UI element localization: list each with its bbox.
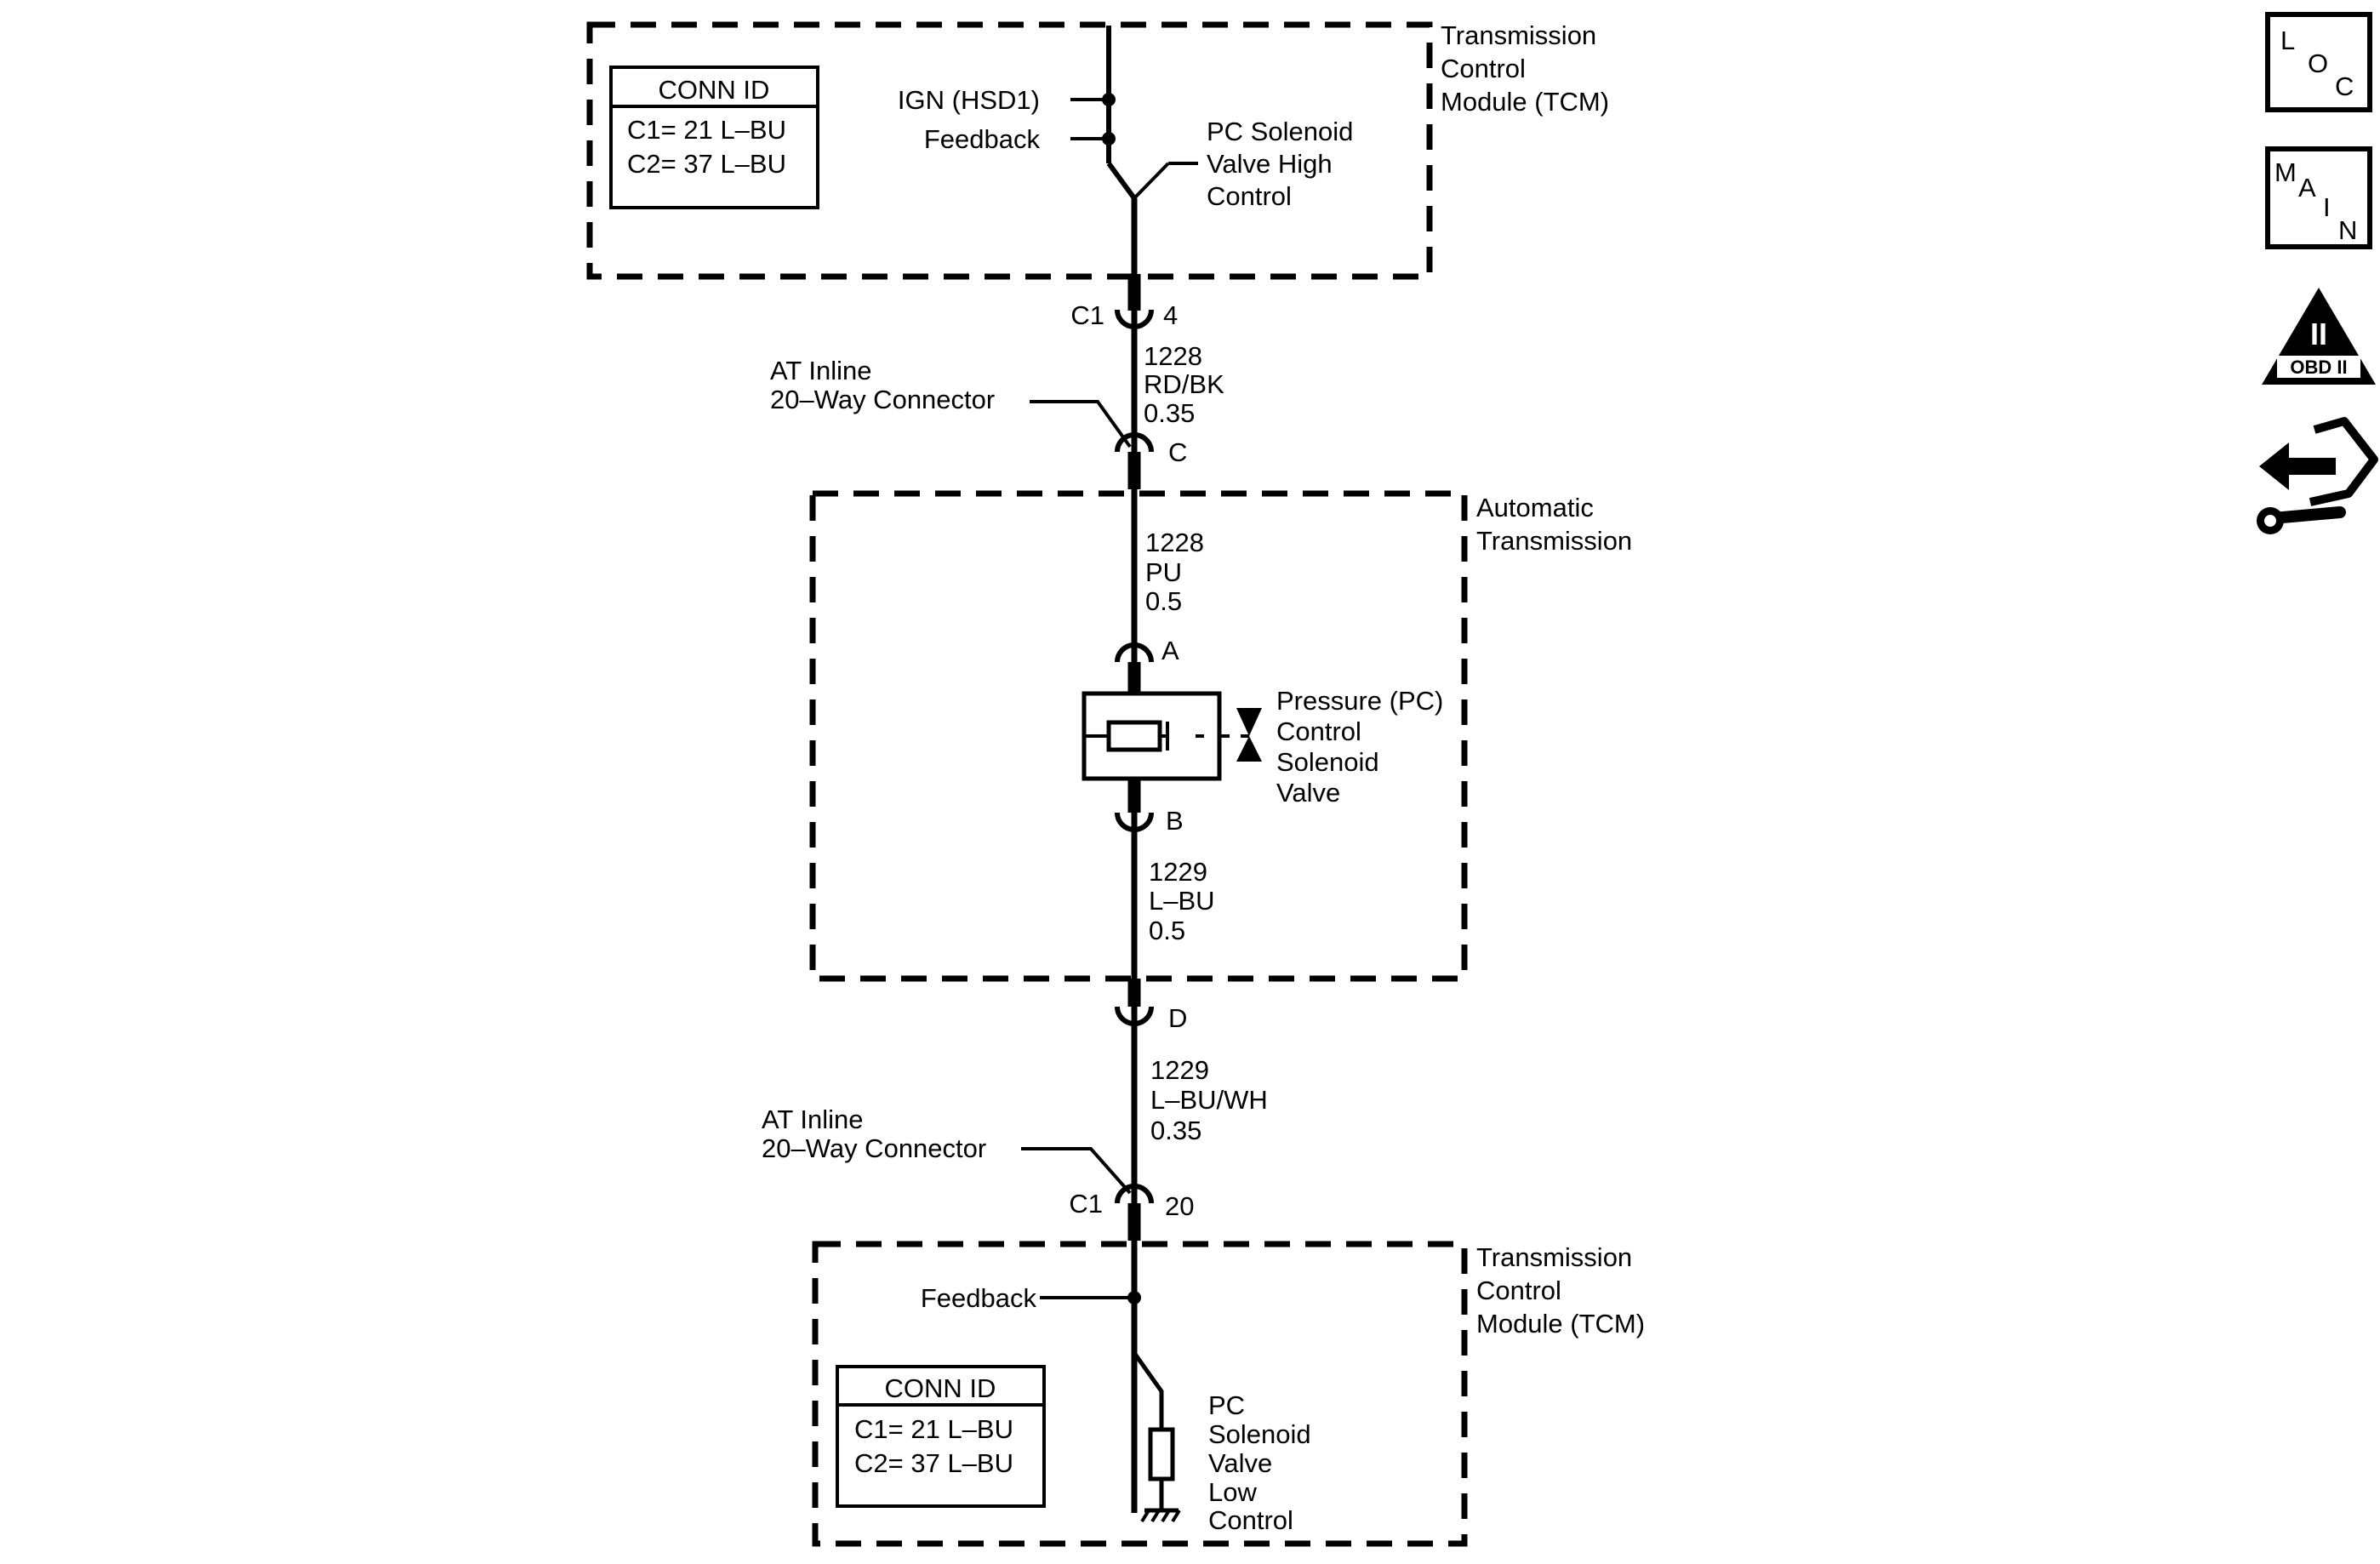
wire-1228-pu-label: 1228 PU 0.5	[1145, 528, 1212, 616]
tcm-top-conn-id-box: CONN ID C1= 21 L–BU C2= 37 L–BU	[609, 66, 819, 209]
wire-1228-rdbk-label: 1228 RD/BK 0.35	[1144, 341, 1231, 428]
at-inline-connector-bottom: AT Inline 20–Way Connector C1 20	[762, 1105, 1194, 1221]
main-icon: M	[2274, 157, 2297, 187]
low-side-switch	[1132, 1351, 1164, 1430]
svg-text:OBD II: OBD II	[2290, 357, 2347, 378]
conn-id-row: C1= 21 L–BU	[854, 1414, 1013, 1444]
wire-1229-lbu-label: 1229 L–BU 0.5	[1149, 857, 1222, 945]
resistor-icon	[1148, 1427, 1175, 1481]
tcm-bottom-label: Transmission Control Module (TCM)	[1476, 1242, 1645, 1339]
tcm-top-label: Transmission Control Module (TCM)	[1441, 20, 1609, 117]
valve-symbol-icon	[1236, 708, 1262, 736]
svg-text:20: 20	[1165, 1191, 1194, 1221]
conn-id-row: C2= 37 L–BU	[854, 1448, 1013, 1478]
tcm-bottom-module: Transmission Control Module (TCM) Feedba…	[812, 1241, 1645, 1547]
tcm-top-connector-c1-4: C1 4	[1070, 300, 1178, 330]
loc-icon: L	[2280, 26, 2295, 55]
tcm-top-boundary	[586, 21, 1433, 280]
svg-text:II: II	[2310, 317, 2327, 351]
conn-id-title: CONN ID	[885, 1373, 996, 1403]
pc-solenoid-valve	[1082, 691, 1262, 781]
automatic-transmission: Automatic Transmission 1228 PU 0.5 A Pre…	[809, 490, 1632, 982]
high-side-switch	[1106, 162, 1137, 200]
svg-text:I: I	[2323, 192, 2331, 222]
tcm-top-module: Transmission Control Module (TCM) CONN I…	[586, 20, 1609, 280]
solenoid-low-control-label: PC Solenoid Valve Low Control	[1208, 1390, 1318, 1535]
solenoid-high-control-label: PC Solenoid Valve High Control	[1207, 117, 1361, 211]
svg-text:O: O	[2308, 49, 2328, 78]
ign-label: IGN (HSD1)	[898, 85, 1040, 115]
svg-text:A: A	[2298, 173, 2316, 203]
svg-text:C: C	[1168, 437, 1187, 467]
feedback-label: Feedback	[921, 1283, 1037, 1313]
pin-b-label: B	[1166, 806, 1184, 836]
pin-a-connector	[1115, 642, 1154, 663]
ground-icon	[1140, 1508, 1181, 1523]
svg-text:N: N	[2338, 215, 2357, 245]
solenoid-coil	[1106, 720, 1162, 752]
svg-text:4: 4	[1163, 300, 1178, 330]
svg-text:C: C	[2335, 71, 2354, 101]
feedback-label: Feedback	[924, 124, 1041, 154]
main-button[interactable]: M A I N	[2265, 146, 2372, 249]
auto-trans-label: Automatic Transmission	[1476, 493, 1632, 556]
pc-solenoid-label: Pressure (PC) Control Solenoid Valve	[1276, 686, 1451, 808]
feedback-junction	[1102, 132, 1116, 146]
wire-1229-lbuwh-label: 1229 L–BU/WH 0.35	[1150, 1055, 1275, 1145]
conn-id-row: C2= 37 L–BU	[627, 149, 786, 179]
loc-button[interactable]: L O C	[2265, 12, 2372, 112]
at-inline-label: AT Inline 20–Way Connector	[762, 1105, 986, 1163]
conn-id-title: CONN ID	[659, 75, 770, 105]
pin-a-label: A	[1161, 636, 1179, 665]
svg-text:C1: C1	[1069, 1189, 1103, 1219]
at-inline-connector-top: AT Inline 20–Way Connector C	[770, 356, 1187, 467]
switch-leader	[1133, 162, 1170, 200]
at-inline-connector-pin-d: D	[1115, 1003, 1187, 1033]
feedback-junction	[1127, 1291, 1141, 1304]
pin-b-connector	[1115, 812, 1154, 832]
conn-id-row: C1= 21 L–BU	[627, 115, 786, 145]
tcm-bottom-boundary	[812, 1241, 1468, 1547]
obd-ii-button[interactable]: II OBD II	[2262, 288, 2376, 385]
at-inline-label: AT Inline 20–Way Connector	[770, 356, 995, 414]
svg-text:D: D	[1168, 1003, 1187, 1033]
tcm-bottom-conn-id-box: CONN ID C1= 21 L–BU C2= 37 L–BU	[836, 1365, 1046, 1508]
svg-text:C1: C1	[1070, 300, 1104, 330]
hand-wrench-arrow-icon[interactable]	[2257, 417, 2378, 534]
ign-junction	[1102, 93, 1116, 106]
